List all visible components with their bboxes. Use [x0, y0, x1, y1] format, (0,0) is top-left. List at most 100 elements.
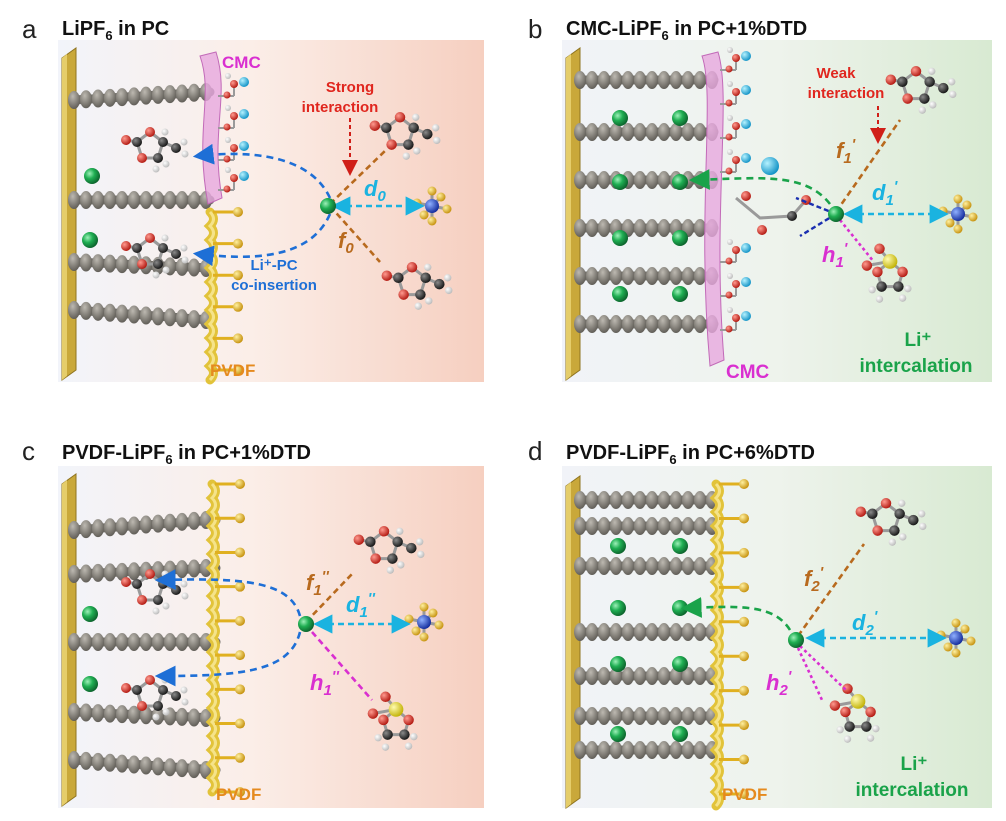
panel-c-pvdf-chain: [205, 479, 245, 797]
panel-a-pvdf-chain: [203, 207, 243, 385]
hydrogen-atom: [162, 708, 170, 716]
hydrogen-atom: [152, 165, 160, 173]
graphite-ring: [682, 71, 694, 89]
oxygen-atom: [145, 675, 155, 685]
graphite-ring: [598, 741, 610, 759]
graphite-ring: [574, 517, 586, 535]
graphite-ring: [682, 557, 694, 575]
hydrogen-atom: [727, 81, 733, 87]
panel-d-li-line1: Li⁺: [901, 754, 928, 775]
panel-a-pc-molecule-top: [369, 112, 441, 160]
graphite-ring: [92, 302, 104, 321]
graphite-ring: [586, 491, 598, 509]
graphite-ring: [80, 703, 92, 722]
graphite-ring: [658, 315, 670, 333]
graphite-ring: [586, 741, 598, 759]
oxygen-atom: [725, 99, 733, 107]
graphite-ring: [634, 623, 646, 641]
graphite-ring: [610, 623, 622, 641]
graphite-ring: [586, 557, 598, 575]
graphite-ring: [68, 565, 80, 583]
graphite-ring: [670, 557, 682, 575]
panel-b-sodium-atom: [761, 157, 779, 175]
oxygen-atom: [725, 291, 733, 299]
graphite-ring: [92, 254, 104, 273]
graphite-ring: [586, 171, 598, 189]
graphite-ring: [646, 315, 658, 333]
graphite-ring: [68, 751, 80, 769]
panel-c-d-label: d1'': [346, 590, 375, 621]
graphite-ring: [68, 253, 80, 271]
oxygen-atom: [145, 569, 155, 579]
carbon-atom: [382, 729, 393, 740]
graphite-ring: [586, 219, 598, 237]
graphite-ring: [188, 511, 200, 530]
hydrogen-atom: [161, 128, 169, 136]
panel-a-cmc-label: CMC: [222, 53, 261, 72]
pvdf-highlight: [713, 482, 721, 808]
pvdf-fluorine: [235, 581, 245, 592]
panel-a-electrode-edge: [62, 54, 67, 380]
graphite-ring: [80, 633, 92, 651]
oxygen-atom: [872, 525, 883, 536]
oxygen-atom: [840, 706, 851, 718]
carbon-atom: [392, 536, 403, 548]
graphite-ring: [586, 707, 598, 725]
pvdf-fluorine: [233, 365, 243, 375]
graphite-ring: [622, 707, 634, 725]
oxygen-atom: [230, 112, 238, 120]
fluorine-atom: [968, 212, 978, 222]
hydrogen-atom: [727, 47, 733, 53]
carbon-atom: [408, 122, 419, 134]
fluorine-atom: [442, 204, 452, 214]
panel-b-coordination-line-1: [795, 196, 837, 216]
panel-a-li-ion-2: [82, 232, 98, 248]
phosphorus-atom: [425, 199, 439, 213]
panel-b-li-ion-6: [672, 230, 688, 246]
graphite-ring: [68, 521, 80, 539]
graphite-ring: [694, 557, 706, 575]
graphite-ring: [694, 707, 706, 725]
hydrogen-atom: [433, 136, 441, 145]
carbon-atom: [893, 281, 904, 292]
oxygen-atom: [406, 262, 418, 273]
panel-c-graphite-sheet-4: [68, 703, 221, 727]
oxygen-atom: [230, 174, 238, 182]
graphite-ring: [670, 123, 682, 141]
graphite-ring: [598, 517, 610, 535]
fluorine-atom: [962, 200, 972, 210]
graphite-ring: [188, 191, 200, 209]
panel-c-title: PVDF-LiPF6 in PC+1%DTD: [62, 442, 311, 467]
panel-b-li-ion-8: [672, 286, 688, 302]
panel-b-interaction-line2: interaction: [808, 85, 885, 102]
graphite-ring: [80, 90, 92, 109]
fluorine-atom: [427, 216, 437, 226]
graphite-ring: [188, 83, 200, 102]
graphite-ring: [128, 516, 140, 535]
graphite-ring: [68, 301, 80, 319]
panel-d-pc-molecule: [855, 498, 927, 546]
graphite-ring: [610, 707, 622, 725]
graphite-ring: [694, 517, 706, 535]
hydrogen-atom: [161, 234, 169, 242]
oxygen-atom: [732, 156, 740, 164]
panel-c-coinsertion-arrow-bottom: [154, 631, 302, 687]
oxygen-atom: [121, 135, 131, 145]
panel-b-pc-molecule: [885, 66, 957, 114]
hydrogen-atom: [424, 263, 432, 271]
graphite-ring: [574, 71, 586, 89]
pvdf-fluorine: [235, 787, 245, 797]
hydrogen-atom: [899, 533, 907, 541]
hydrogen-atom: [374, 734, 382, 742]
hydrogen-atom: [444, 274, 452, 282]
panel-d-graphite-sheet-1: [574, 491, 721, 509]
oxygen-atom: [223, 91, 231, 99]
fluorine-atom: [951, 618, 961, 628]
oxygen-atom: [725, 65, 733, 73]
oxygen-atom: [367, 708, 379, 719]
graphite-ring: [586, 315, 598, 333]
graphite-ring: [128, 755, 140, 774]
hydrogen-atom: [396, 527, 404, 535]
panel-c-h-label: h1'': [310, 668, 339, 699]
